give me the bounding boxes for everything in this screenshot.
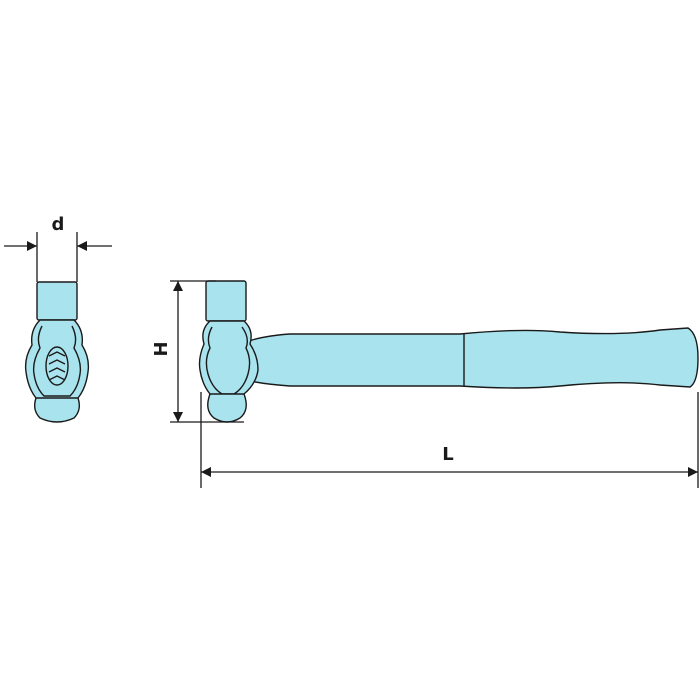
dimension-h-label: H [151,341,172,356]
end-view-ball [33,397,81,423]
side-view-face [205,280,247,322]
hammer-handle [245,327,699,389]
end-view-inner-contour [32,325,82,397]
dimension-l-label: L [442,444,453,465]
end-view-eye [45,346,69,386]
end-view-wedge [48,351,66,381]
dimension-d-label: d [52,214,65,235]
dimension-l [200,392,699,488]
dimension-d [4,232,112,282]
end-view-face [36,281,78,321]
side-view [198,280,699,423]
dimension-h [170,280,244,423]
end-view [24,281,90,423]
side-view-ball [207,393,247,423]
